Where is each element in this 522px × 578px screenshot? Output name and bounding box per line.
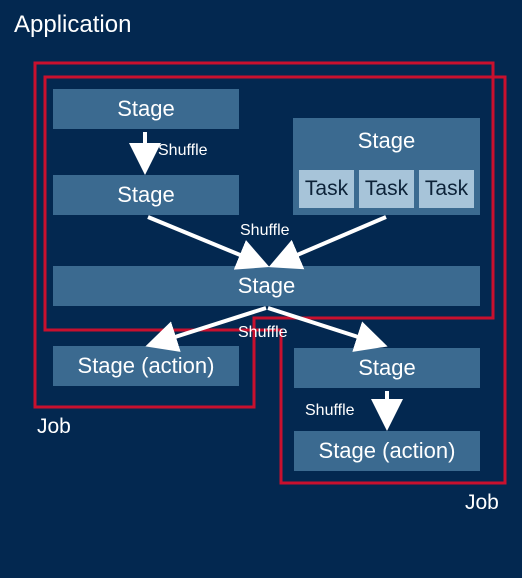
job-2-border <box>43 75 507 485</box>
shuffle-label-3: Shuffle <box>238 324 288 341</box>
task-2: Task <box>359 170 414 208</box>
stage-2: Stage <box>53 175 239 215</box>
job-label-1: Job <box>37 415 71 438</box>
stage-3-with-tasks: Stage Task Task Task <box>293 118 480 215</box>
arrow-stage3-to-stage4 <box>268 215 387 270</box>
shuffle-label-2: Shuffle <box>240 222 290 239</box>
job-label-2: Job <box>465 491 499 514</box>
stage-6: Stage <box>294 348 480 388</box>
shuffle-label-1: Shuffle <box>158 142 208 159</box>
stage-4: Stage <box>53 266 480 306</box>
stage-3-label: Stage <box>357 128 416 153</box>
task-3: Task <box>419 170 474 208</box>
job-1-border <box>33 61 495 409</box>
task-1: Task <box>299 170 354 208</box>
shuffle-label-4: Shuffle <box>305 402 355 419</box>
arrow-stage4-to-stage5 <box>145 306 267 352</box>
stage-1: Stage <box>53 89 239 129</box>
arrow-stage4-to-stage6 <box>267 306 388 352</box>
stage-5-action: Stage (action) <box>53 346 239 386</box>
application-title: Application <box>14 11 132 38</box>
stage-7-action: Stage (action) <box>294 431 480 471</box>
arrow-stage2-to-stage4 <box>147 215 270 270</box>
